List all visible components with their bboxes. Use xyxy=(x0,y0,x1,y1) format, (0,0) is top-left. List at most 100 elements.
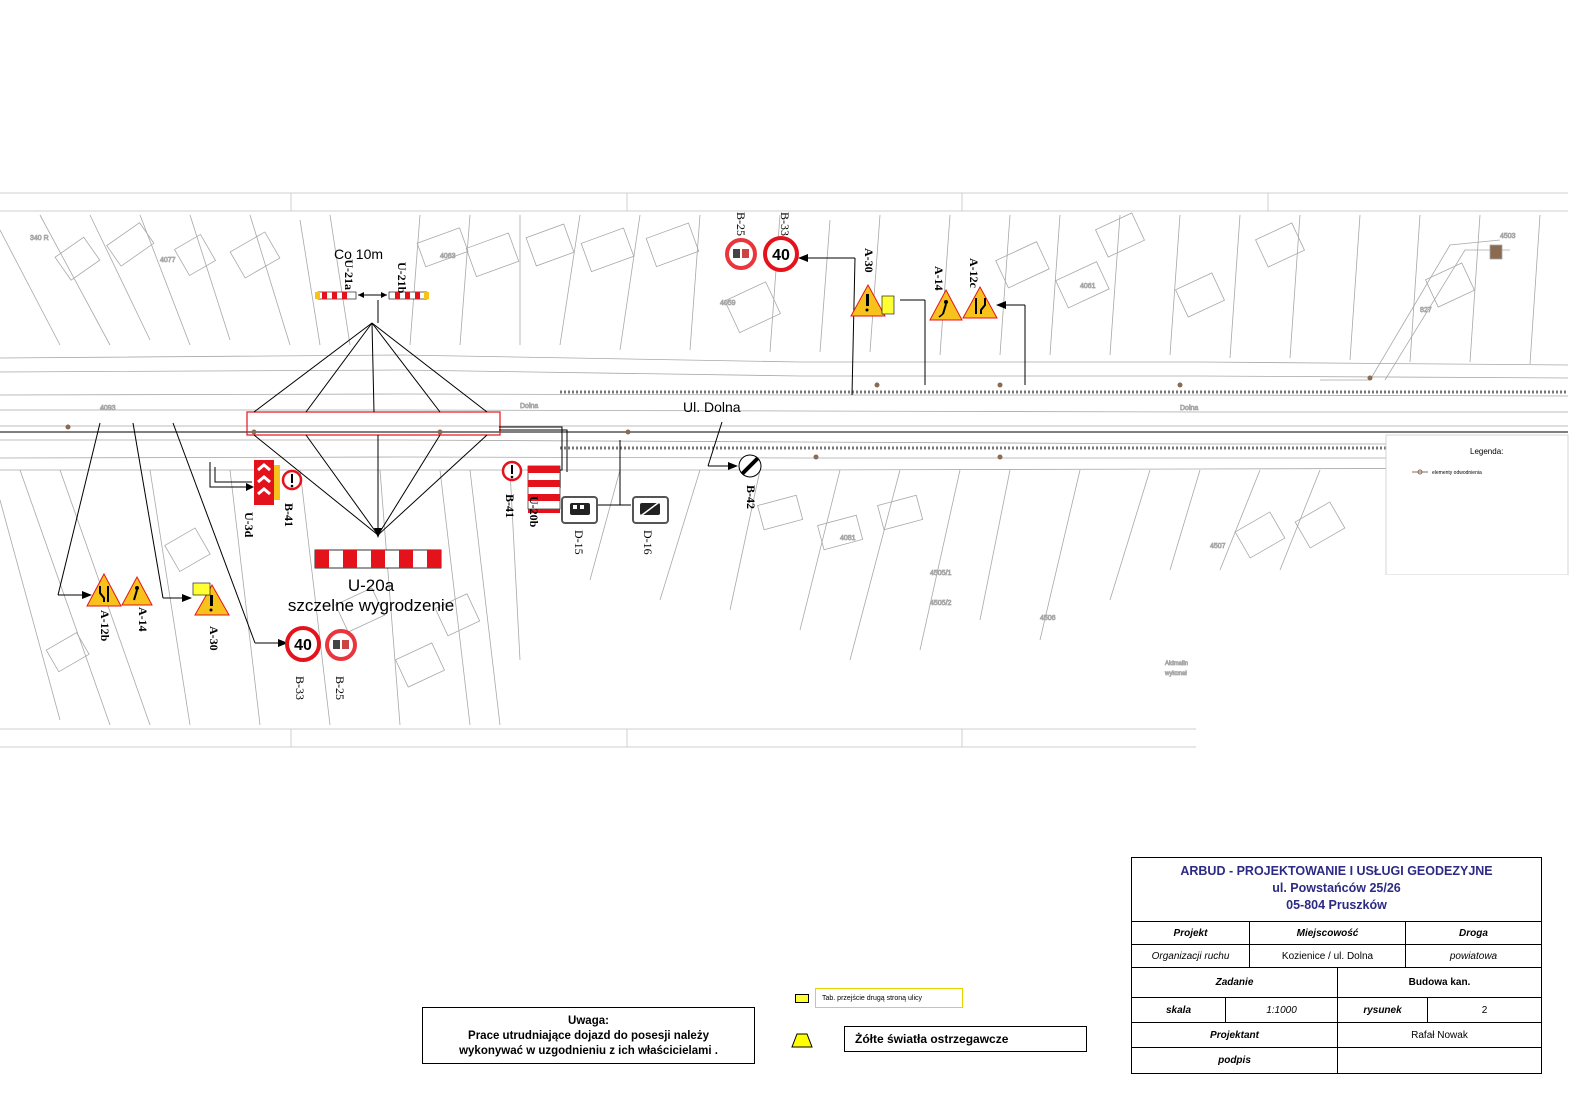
tb-v-skala: 1:1000 xyxy=(1226,998,1338,1022)
warning-light-icon xyxy=(791,1033,813,1048)
sign-u20b: U-20b xyxy=(527,465,561,528)
sign-label-a30-top: A-30 xyxy=(862,248,876,273)
sign-label-u3d: U-3d xyxy=(242,512,256,538)
sign-a12b-bottom: A-12b xyxy=(86,572,122,642)
svg-text:wykonał: wykonał xyxy=(1164,671,1187,677)
sign-b41-left: B-41 xyxy=(281,469,303,527)
map-legend: Legenda: elementy odwodnienia xyxy=(1385,434,1569,576)
tb-row-headers: Projekt Miejscowość Droga xyxy=(1132,922,1541,945)
sign-label-a12b: A-12b xyxy=(98,610,112,642)
sign-label-a30-bottom: A-30 xyxy=(207,626,221,651)
sign-label-b41-left: B-41 xyxy=(282,503,296,527)
tb-v-miejscowosc: Kozienice / ul. Dolna xyxy=(1250,945,1406,967)
barrier-subtitle: szczelne wygrodzenie xyxy=(288,596,454,615)
note-title: Uwaga: xyxy=(568,1015,609,1027)
sign-label-b42: B-42 xyxy=(744,485,758,509)
pointer-lines xyxy=(57,257,1026,644)
svg-text:827: 827 xyxy=(1420,307,1432,314)
sign-label-b33-bottom: B-33 xyxy=(293,676,307,700)
svg-text:4506: 4506 xyxy=(1040,615,1056,622)
svg-text:4507: 4507 xyxy=(1210,543,1226,550)
sign-b33-bottom: 40 B-33 xyxy=(285,626,321,700)
sign-label-b25-bottom: B-25 xyxy=(333,676,347,700)
legend-tab-label: Tab. przejście drugą stroną ulicy xyxy=(815,988,963,1008)
tb-v-droga: powiatowa xyxy=(1449,950,1498,962)
tb-row-projektant: Projektant Rafał Nowak xyxy=(1132,1023,1541,1048)
svg-text:4077: 4077 xyxy=(160,257,176,264)
sign-label-d15: D-15 xyxy=(572,530,586,555)
sign-label-a14-bottom: A-14 xyxy=(136,607,150,632)
spacing-label: Co 10m xyxy=(334,246,383,262)
sign-a14-bottom: A-14 xyxy=(121,575,153,632)
tb-v-podpis xyxy=(1338,1048,1541,1073)
svg-text:4063: 4063 xyxy=(440,253,456,260)
tb-row-values: Organizacji ruchu Kozienice / ul. Dolna … xyxy=(1132,945,1541,968)
tb-h-zadanie: Zadanie xyxy=(1132,968,1338,997)
sign-label-b25-top: B-25 xyxy=(734,212,748,236)
company-address: ul. Powstańców 25/26 xyxy=(1272,881,1401,895)
svg-text:4505/2: 4505/2 xyxy=(930,600,952,607)
speed-limit-bottom: 40 xyxy=(294,637,312,654)
tb-v-zadanie: Budowa kan. xyxy=(1408,977,1471,988)
sign-label-b33-top: B-33 xyxy=(778,212,792,236)
tb-h-podpis: podpis xyxy=(1132,1048,1338,1073)
sign-a12c-top: A-12c xyxy=(962,258,998,319)
u21-boards: Co 10m U-21a U-21b xyxy=(315,246,429,300)
company-name: ARBUD - PROJEKTOWANIE I USŁUGI GEODEZYJN… xyxy=(1180,864,1493,878)
tb-v-projektant: Rafał Nowak xyxy=(1411,1029,1468,1041)
map-legend-item: elementy odwodnienia xyxy=(1432,470,1482,476)
sign-label-d16: D-16 xyxy=(641,530,655,555)
sign-label-b41-mid: B-41 xyxy=(503,494,517,518)
sign-label-a12c-top: A-12c xyxy=(967,258,981,289)
svg-text:Dolna: Dolna xyxy=(1180,405,1198,412)
svg-text:4505/1: 4505/1 xyxy=(930,570,952,577)
sign-label-u21b: U-21b xyxy=(395,262,409,294)
svg-text:Aldmalin: Aldmalin xyxy=(1165,661,1188,667)
svg-text:4093: 4093 xyxy=(100,405,116,412)
sign-a14-top: A-14 xyxy=(929,266,963,321)
tb-h-projektant: Projektant xyxy=(1132,1023,1338,1047)
note-line-2: wykonywać w uzgodnieniu z ich właściciel… xyxy=(459,1045,718,1057)
tb-h-projekt: Projekt xyxy=(1132,922,1250,944)
legend-light-label: Żółte światła ostrzegawcze xyxy=(844,1026,1087,1052)
note-box: Uwaga: Prace utrudniające dojazd do pose… xyxy=(422,1007,755,1064)
title-block-header: ARBUD - PROJEKTOWANIE I USŁUGI GEODEZYJN… xyxy=(1132,858,1541,922)
tb-v-projekt: Organizacji ruchu xyxy=(1132,945,1250,967)
svg-text:340 R: 340 R xyxy=(30,235,49,242)
sign-a30-top: A-30 xyxy=(850,248,895,317)
sign-u3d: U-3d xyxy=(242,460,280,538)
tb-h-droga: Droga xyxy=(1459,927,1488,939)
sign-label-u20b: U-20b xyxy=(527,496,541,528)
work-zone xyxy=(209,411,631,506)
tb-h-miejscowosc: Miejscowość xyxy=(1250,922,1406,944)
sign-a30-bottom: A-30 xyxy=(192,582,230,651)
tb-row-skala: skala 1:1000 rysunek 2 xyxy=(1132,998,1541,1023)
sign-b25-bottom: B-25 xyxy=(325,629,357,700)
sign-b33-top: 40 B-33 xyxy=(763,212,799,272)
map-cutout xyxy=(1196,575,1568,755)
u20a-barrier: U-20a szczelne wygrodzenie xyxy=(288,549,454,615)
tb-h-rysunek: rysunek xyxy=(1338,998,1428,1022)
sign-d16: D-16 xyxy=(632,496,669,555)
title-block: ARBUD - PROJEKTOWANIE I USŁUGI GEODEZYJN… xyxy=(1131,857,1542,1074)
barrier-title: U-20a xyxy=(348,576,395,595)
svg-text:4503: 4503 xyxy=(1500,233,1516,240)
sign-b41-mid: B-41 xyxy=(501,460,523,518)
svg-text:Dolna: Dolna xyxy=(520,403,538,410)
note-line-1: Prace utrudniające dojazd do posesji nal… xyxy=(468,1030,709,1042)
sign-label-a14-top: A-14 xyxy=(932,266,946,291)
sheet-frame xyxy=(0,192,1568,748)
svg-text:4061: 4061 xyxy=(1080,283,1096,290)
sign-b42: B-42 xyxy=(738,454,762,509)
tb-row-podpis: podpis xyxy=(1132,1048,1541,1073)
company-city: 05-804 Pruszków xyxy=(1286,898,1387,912)
arrow-heads xyxy=(82,254,1006,647)
tb-row-zadanie: Zadanie Budowa kan. xyxy=(1132,968,1541,998)
sign-d15: D-15 xyxy=(561,496,598,555)
sign-label-u21a: U-21a xyxy=(342,259,356,290)
sign-b25-top: B-25 xyxy=(725,212,757,270)
speed-limit-top: 40 xyxy=(772,247,790,264)
tb-v-rysunek: 2 xyxy=(1481,1004,1488,1016)
tab-swatch-icon xyxy=(795,994,809,1003)
